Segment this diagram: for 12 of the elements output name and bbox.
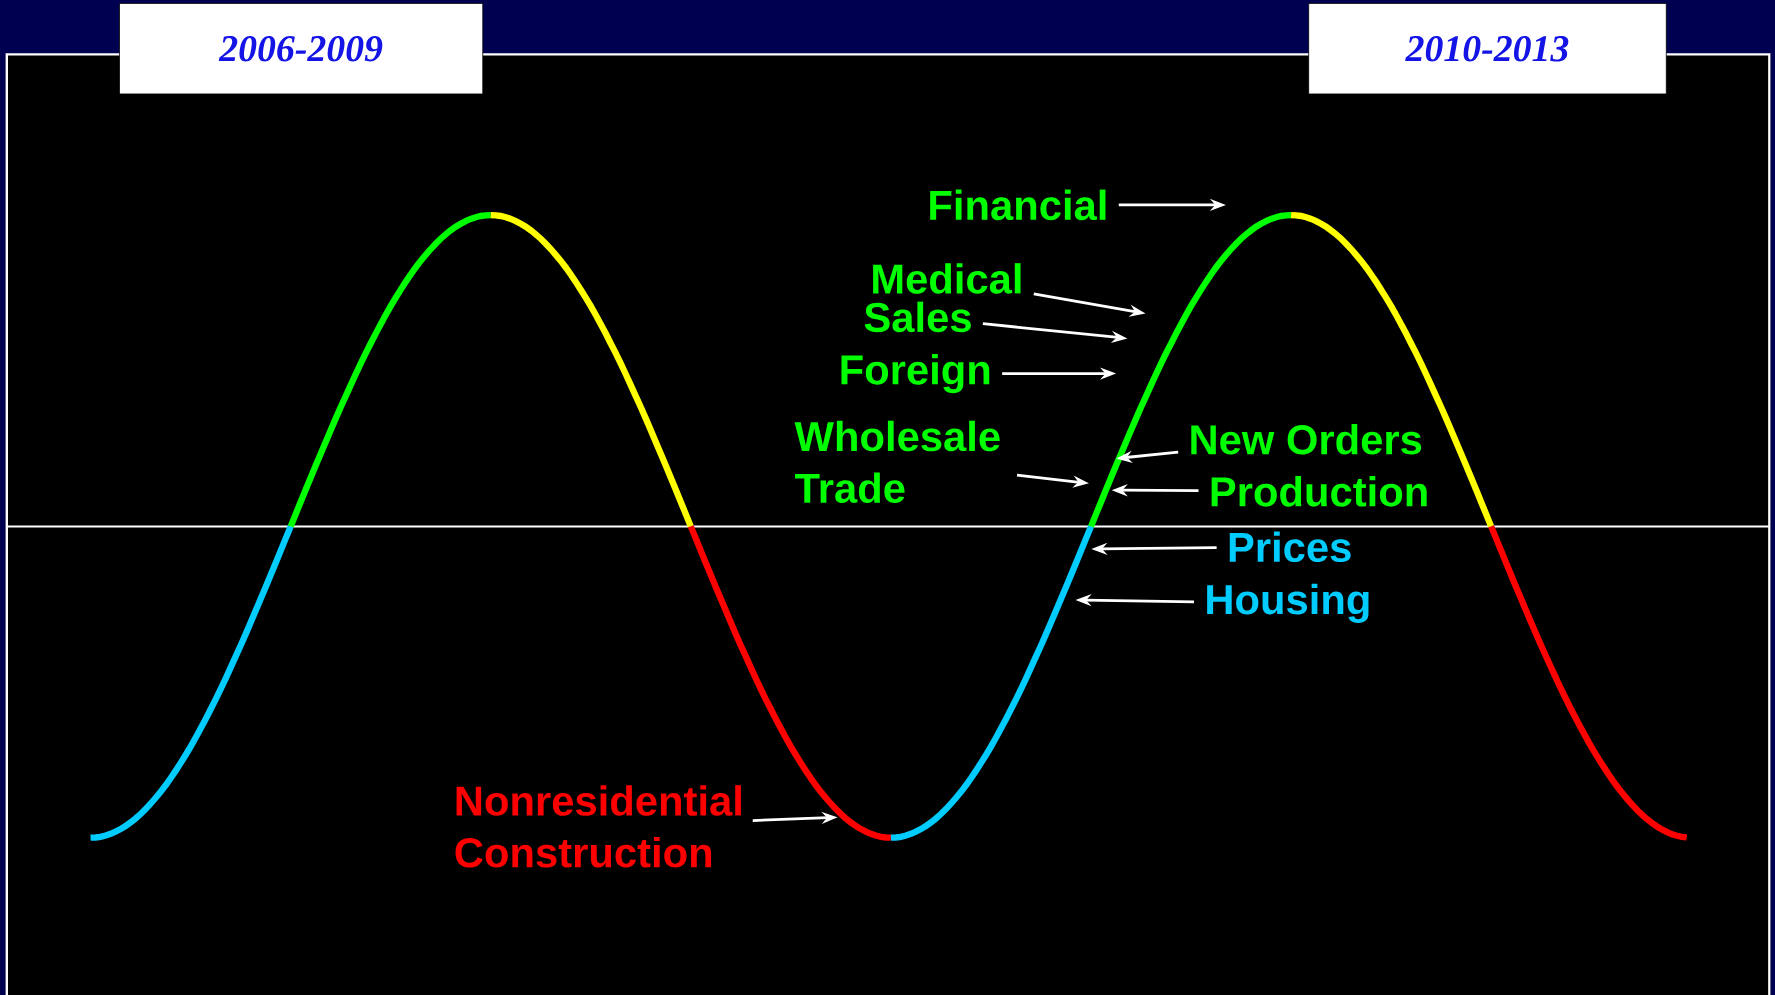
title-box: 2006-2009 [119,3,484,95]
callout-label: New Orders [1191,423,1422,455]
callout-label: Financial [930,189,1106,221]
callout-label: Production [1211,475,1427,507]
callout-label: Nonresidential Construction [455,785,741,868]
callout-label: Sales [864,301,971,333]
callout-label: Medical [873,263,1021,294]
callout-label: Housing [1207,583,1369,623]
callout-label: Wholesale Trade [794,420,1000,504]
title-box: 2010-2013 [1308,3,1667,95]
callout-label: Prices [1229,531,1351,563]
callout-label: Foreign [841,354,990,394]
